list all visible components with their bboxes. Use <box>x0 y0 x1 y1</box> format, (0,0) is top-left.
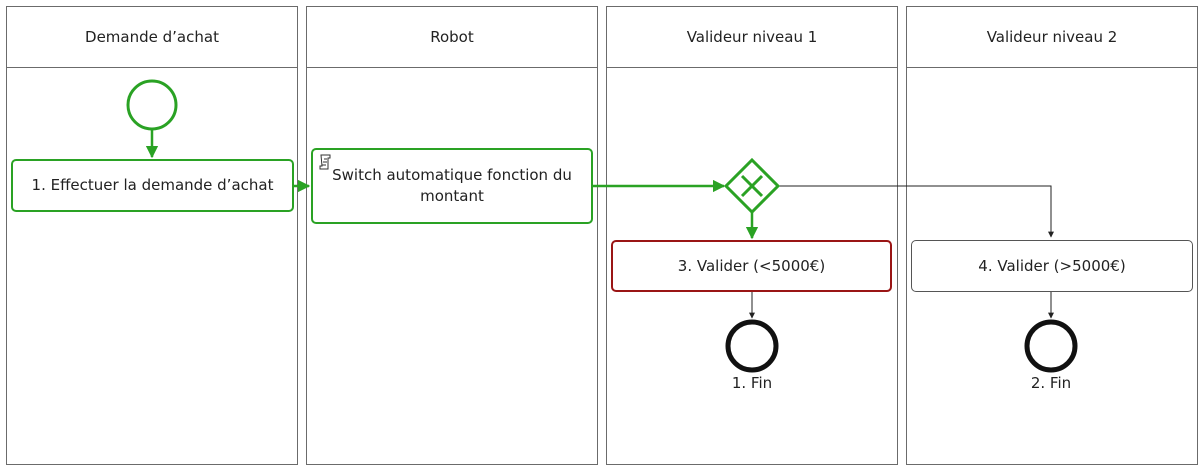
task-effectuer-demande-achat[interactable]: 1. Effectuer la demande d’achat <box>11 159 294 212</box>
task-3-label: 3. Valider (<5000€) <box>677 256 826 275</box>
end-event-1-icon[interactable] <box>725 319 779 373</box>
flow-gateway-to-task4 <box>778 185 1054 238</box>
start-event-icon[interactable] <box>126 79 178 131</box>
lane-header-valideur-1: Valideur niveau 1 <box>607 7 897 68</box>
end-event-2-icon[interactable] <box>1024 319 1078 373</box>
end-event-2-label: 2. Fin <box>1030 374 1072 392</box>
lane-header-robot: Robot <box>307 7 597 68</box>
lane-robot: Robot <box>306 6 598 465</box>
lane-valideur-niveau-1: Valideur niveau 1 <box>606 6 898 465</box>
script-icon <box>319 154 331 170</box>
task-valider-moins-5000[interactable]: 3. Valider (<5000€) <box>611 240 892 292</box>
exclusive-gateway-icon[interactable] <box>723 157 781 215</box>
lane-header-valideur-2: Valideur niveau 2 <box>907 7 1197 68</box>
lane-header-demande-achat: Demande d’achat <box>7 7 297 68</box>
task-switch-automatique[interactable]: Switch automatique fonction du montant <box>311 148 593 224</box>
end-event-1-label: 1. Fin <box>731 374 773 392</box>
task-4-label: 4. Valider (>5000€) <box>978 256 1126 275</box>
task-valider-plus-5000[interactable]: 4. Valider (>5000€) <box>911 240 1193 292</box>
task-2-label: Switch automatique fonction du montant <box>332 166 572 205</box>
task-1-label: 1. Effectuer la demande d’achat <box>31 176 274 194</box>
